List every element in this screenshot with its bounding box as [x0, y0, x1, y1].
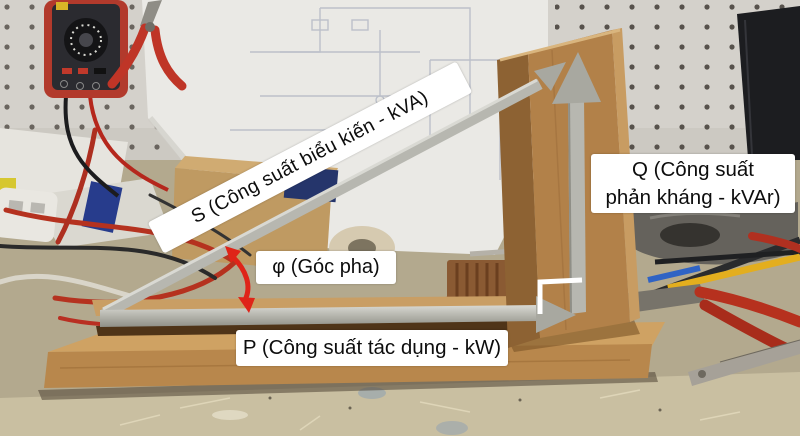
workbench-near: [0, 372, 800, 436]
multimeter: [44, 0, 169, 198]
q-label-line2: phản kháng - kVAr): [605, 185, 781, 209]
p-label: P (Công suất tác dụng - kW): [236, 330, 508, 366]
blue-connector: [81, 181, 123, 233]
right-angle-mark: [537, 277, 583, 314]
q-arrowhead: [552, 52, 601, 104]
q-label: Q (Công suất phản kháng - kVAr): [591, 154, 795, 213]
phi-label: φ (Góc pha): [256, 251, 396, 284]
multimeter-dial-ticks: [70, 24, 102, 56]
s-bar: [101, 79, 543, 319]
board-top-edge: [499, 28, 621, 62]
pencil: [667, 253, 800, 292]
arm-shadow-gap: [96, 320, 540, 336]
p-label-text: P (Công suất tác dụng - kW): [242, 336, 502, 359]
multimeter-tag: [56, 2, 68, 10]
black-panel-edge: [744, 19, 753, 156]
q-bar: [568, 96, 586, 314]
multimeter-knob: [79, 33, 93, 47]
cable-red-left: [55, 127, 98, 245]
black-tool: [654, 249, 800, 265]
bench-marks: [119, 387, 741, 435]
pliers-jaw: [140, 0, 162, 30]
board-foot-shadow: [508, 320, 640, 352]
phi-label-text: φ (Góc pha): [272, 256, 380, 278]
phase-angle-arrowhead-bottom: [238, 297, 255, 313]
bag-highlight: [649, 211, 741, 220]
p-bar: [100, 305, 538, 327]
s-arrowhead: [534, 62, 566, 91]
black-panel: [737, 6, 800, 162]
s-bar-highlight: [102, 78, 538, 311]
multimeter-lead-red: [88, 95, 169, 192]
pliers: [107, 0, 187, 91]
multimeter-lead-black: [63, 95, 120, 198]
phase-angle-arc: [231, 255, 251, 302]
blue-pen: [647, 265, 701, 283]
vertical-board-side: [497, 52, 540, 348]
ruler: [688, 339, 800, 386]
phase-angle-arrow: [225, 246, 255, 313]
p-arrowhead: [536, 296, 576, 333]
q-label-line1: Q (Công suất: [632, 157, 754, 181]
q-bar-edge: [568, 95, 572, 314]
phase-angle-arrowhead-top: [225, 246, 241, 263]
bag-contents: [660, 223, 720, 247]
power-triangle-bars: [100, 52, 601, 333]
